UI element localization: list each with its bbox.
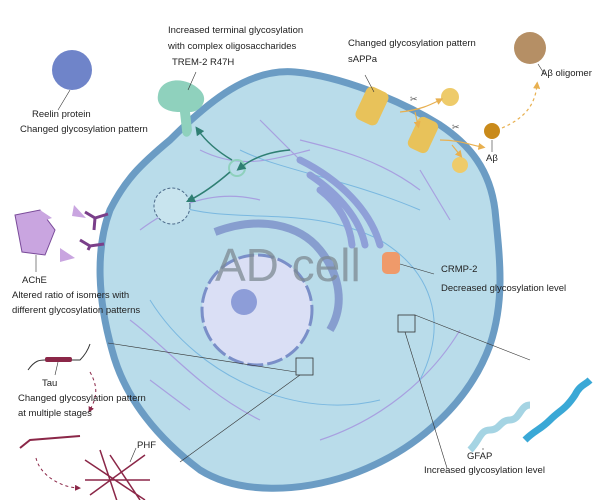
golgi-apparatus bbox=[296, 156, 384, 249]
sappa-label: sAPPa bbox=[348, 54, 378, 65]
ache-label: AChE bbox=[22, 275, 47, 286]
app-protein-icon bbox=[355, 86, 389, 126]
reelin-description: Changed glycosylation pattern bbox=[20, 124, 148, 135]
crmp2-description: Decreased glycosylation level bbox=[441, 283, 567, 294]
gfap-description: Increased glycosylation level bbox=[424, 465, 545, 476]
leader-lines bbox=[35, 63, 546, 469]
gfap-helix-icon bbox=[522, 377, 593, 443]
antibody-icon bbox=[79, 210, 109, 251]
abeta-oligomer-icon bbox=[514, 32, 546, 64]
abeta-icon bbox=[484, 123, 500, 139]
trem2-description: Increased terminal glycosylation bbox=[168, 25, 304, 36]
vesicle bbox=[153, 187, 191, 225]
zoom-box bbox=[295, 357, 314, 376]
tau-phosphorylated-icon bbox=[19, 435, 81, 449]
sappa-description: Changed glycosylation pattern bbox=[348, 38, 476, 49]
zoom-box bbox=[397, 314, 416, 333]
trem2-protein-icon bbox=[157, 80, 205, 137]
ache-triangle-icon bbox=[40, 205, 86, 262]
crmp2-label: CRMP-2 bbox=[441, 264, 478, 275]
scissors-icon: ✂ bbox=[452, 122, 460, 132]
tau-label: Tau bbox=[42, 378, 58, 389]
sappa-fragment-icon bbox=[452, 157, 468, 173]
cell-title: AD cell bbox=[215, 239, 361, 291]
tau-description: at multiple stages bbox=[18, 408, 92, 419]
endoplasmic-reticulum bbox=[213, 219, 343, 333]
nucleolus bbox=[231, 289, 257, 315]
reelin-label: Reelin protein bbox=[32, 109, 91, 120]
reelin-protein-icon bbox=[52, 50, 92, 90]
crmp2-protein-icon bbox=[382, 252, 400, 274]
gfap-label: GFAP bbox=[467, 451, 493, 462]
abeta-oligomer-label: Aβ oligomer bbox=[541, 68, 592, 79]
ache-description: different glycosylation patterns bbox=[12, 305, 141, 316]
abeta-label: Aβ bbox=[486, 153, 498, 164]
sappa-fragment-icon bbox=[441, 88, 459, 106]
nucleus bbox=[200, 253, 314, 367]
gfap-helix-icon bbox=[467, 401, 531, 453]
ache-description: Altered ratio of isomers with bbox=[12, 290, 130, 301]
tau-description: Changed glycosylation pattern bbox=[18, 393, 146, 404]
ache-icon bbox=[14, 209, 56, 256]
phf-icon bbox=[84, 449, 150, 500]
trem2-label: TREM-2 R47H bbox=[172, 57, 235, 68]
cytoskeleton bbox=[129, 119, 461, 441]
trem2-description: with complex oligosaccharides bbox=[168, 41, 297, 52]
phf-label: PHF bbox=[137, 440, 156, 451]
scissors-icon: ✂ bbox=[410, 94, 418, 104]
